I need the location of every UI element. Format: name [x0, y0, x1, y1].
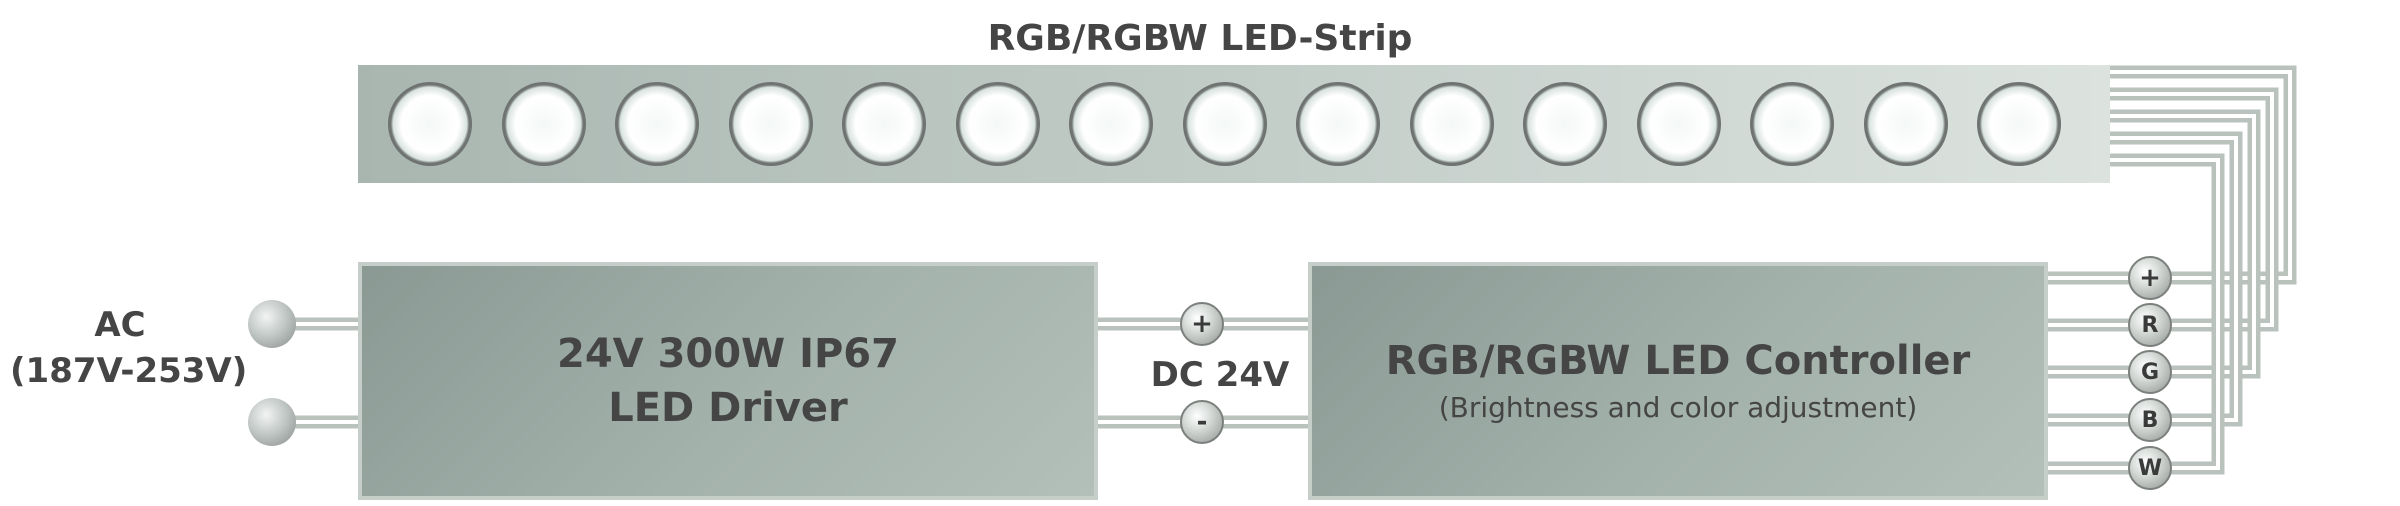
led-8 [1182, 82, 1267, 166]
ac-input-label: AC (187V-253V) [10, 302, 248, 394]
ac-terminal-bottom [248, 398, 296, 446]
controller-terminal-r: R [2128, 303, 2172, 347]
led-7 [1069, 82, 1153, 166]
led-2 [501, 82, 586, 166]
ac-terminal-top [248, 300, 296, 348]
driver-rating: 24V 300W IP67 [557, 331, 899, 377]
led-12 [1636, 82, 1721, 166]
led-5 [842, 82, 926, 166]
led-controller-box: RGB/RGBW LED Controller (Brightness and … [1308, 262, 2048, 500]
controller-title: RGB/RGBW LED Controller [1385, 338, 1971, 384]
driver-name: LED Driver [608, 385, 848, 431]
led-6 [955, 82, 1040, 166]
controller-subtitle: (Brightness and color adjustment) [1438, 391, 1918, 424]
controller-terminal-plus: + [2128, 256, 2172, 300]
dc-voltage-label: DC 24V [1150, 355, 1290, 395]
led-13 [1750, 82, 1834, 166]
dc-plus-terminal: + [1180, 302, 1224, 346]
led-1 [388, 82, 472, 166]
led-4 [728, 82, 813, 166]
led-14 [1863, 82, 1948, 166]
controller-terminal-g: G [2128, 350, 2172, 394]
led-strip [358, 65, 2110, 183]
dc-minus-terminal: - [1180, 400, 1224, 444]
led-9 [1296, 82, 1380, 166]
ac-voltage-range: (187V-253V) [10, 351, 248, 391]
ac-label: AC [94, 305, 146, 345]
led-driver-box: 24V 300W IP67 LED Driver [358, 262, 1098, 500]
led-3 [615, 82, 699, 166]
strip-title: RGB/RGBW LED-Strip [987, 18, 1413, 59]
led-11 [1523, 82, 1607, 166]
led-10 [1409, 82, 1494, 166]
controller-terminal-w: W [2128, 446, 2172, 490]
led-15 [1977, 82, 2061, 166]
controller-terminal-b: B [2128, 398, 2172, 442]
